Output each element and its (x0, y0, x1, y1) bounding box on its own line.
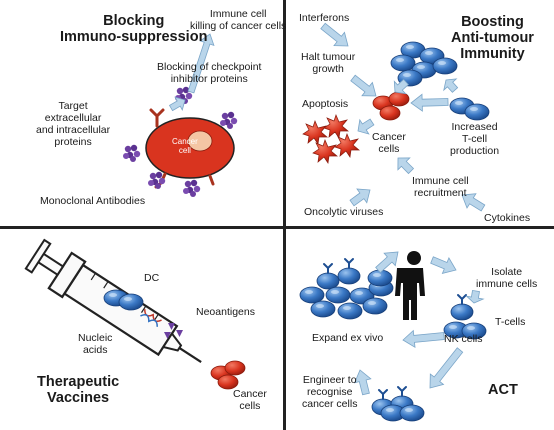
apoptosis-label: Apoptosis (302, 98, 349, 110)
cancer-cells-label: Cancer cells (372, 131, 406, 155)
checkpoint-label: Blocking of checkpoint inhibitor protein… (157, 61, 262, 85)
nkcells-label: NK cells (444, 333, 483, 345)
vaccines-title: Therapeutic Vaccines (37, 374, 120, 406)
dendritic-cell-icon (118, 293, 144, 311)
neoantigens-label: Neoantigens (196, 306, 255, 318)
horizontal-divider (0, 226, 554, 229)
vaccines-quadrant (24, 238, 246, 390)
receptor-top (149, 108, 165, 128)
arrow-cytokines (461, 193, 486, 212)
dna-icon (140, 309, 162, 327)
increased-tcell-label: Increased T-cell production (450, 121, 500, 157)
apoptotic-cell-icon (302, 120, 328, 145)
oncolytic-label: Oncolytic viruses (304, 206, 384, 218)
tcell-icon (464, 103, 490, 121)
antibody-icon (123, 144, 141, 162)
act-quadrant (299, 251, 487, 422)
apoptotic-cell-icon (334, 133, 360, 158)
isolate-label: Isolate immune cells (476, 266, 538, 290)
immune-killing-label: Immune cell killing of cancer cells (190, 8, 287, 32)
arrow-tcells-to-cancer (393, 78, 409, 95)
apoptotic-cell-icon (312, 139, 338, 164)
blocking-title: Blocking Immuno-suppression (60, 13, 208, 45)
tcell-icon (299, 286, 325, 304)
arrow-increased-to-cluster (443, 78, 459, 93)
flow-arrows (168, 22, 486, 396)
tcell-icon (362, 297, 388, 315)
cancer-cell-icon (379, 105, 401, 121)
arrow-nk-to-expand (402, 329, 445, 349)
tcell-icon (310, 300, 336, 318)
tcells-label: T-cells (495, 316, 526, 328)
tcell-icon (337, 302, 363, 320)
arrow-cancer-to-apoptosis (357, 118, 375, 135)
tcell-icon (337, 258, 361, 285)
antibody-icon (148, 171, 166, 189)
vaccine-cancer-cells-label: Cancer cells (233, 388, 267, 412)
arrow-nk-to-engineer (429, 347, 464, 389)
arrow-isolate-to-tcells (465, 289, 485, 304)
target-proteins-label: Target extracellular and intracellular p… (36, 100, 111, 148)
halt-growth-label: Halt tumour growth (301, 51, 356, 75)
arrow-oncolytic (349, 188, 371, 207)
arrow-increased-to-cancer (410, 93, 449, 112)
arrow-checkpoint (168, 96, 186, 112)
act-title: ACT (488, 382, 518, 398)
arrow-interferons (320, 22, 349, 47)
monoclonal-antibodies-label: Monoclonal Antibodies (40, 195, 146, 207)
arrow-expand-to-person (375, 251, 399, 274)
person-icon (395, 251, 425, 320)
syringe-icon (24, 238, 202, 364)
antibody-icon (183, 179, 201, 197)
expand-label: Expand ex vivo (312, 332, 384, 344)
cancer-cell-label: Cancer cell (172, 137, 198, 155)
arrow-engineer-to-expand (353, 369, 372, 396)
antibody-icon (220, 111, 238, 129)
cancer-cell-nucleus (187, 130, 213, 152)
cancer-cell-icon (224, 360, 246, 376)
vertical-divider (283, 0, 286, 430)
engineer-label: Engineer to recognise cancer cells (302, 374, 358, 410)
engineered-cell-icon (399, 404, 425, 422)
cytokines-label: Cytokines (484, 212, 531, 224)
interferons-label: Interferons (299, 12, 350, 24)
tcell-icon (325, 286, 351, 304)
cancer-cell-icon (217, 374, 239, 390)
arrow-halt (350, 74, 377, 97)
dc-label: DC (144, 272, 160, 284)
cancer-cell-large (145, 117, 235, 179)
nucleic-acids-label: Nucleic acids (78, 332, 113, 356)
arrow-recruit-to-cancer (397, 157, 415, 175)
neoantigen-icon (164, 323, 183, 339)
recruitment-label: Immune cell recruitment (412, 175, 469, 199)
blocking-quadrant (123, 86, 238, 197)
arrow-person-to-isolate (430, 256, 457, 274)
tcell-icon (316, 263, 340, 290)
arrow-immune-killing (187, 33, 215, 94)
apoptotic-cell-icon (323, 114, 349, 139)
tcell-icon (390, 54, 416, 72)
boosting-title: Boosting Anti-tumour Immunity (451, 14, 534, 62)
